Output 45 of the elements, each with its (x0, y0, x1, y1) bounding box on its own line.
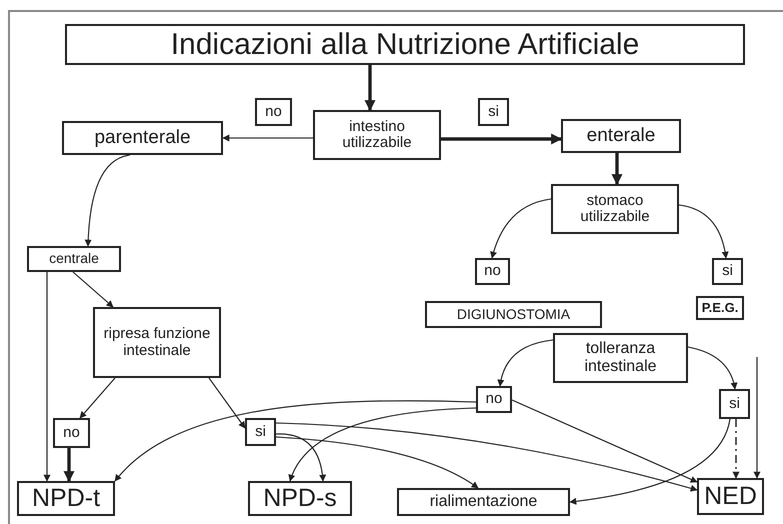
outcome-box: NPD-s (248, 481, 352, 516)
arrow (114, 400, 476, 482)
arrow (289, 407, 476, 482)
arrow (64, 448, 74, 482)
decision-box: tolleranza intestinale (553, 333, 688, 383)
process-box: DIGIUNOSTOMIA (425, 301, 602, 328)
decision-box: intestino utilizzabile (313, 110, 441, 160)
arrow (732, 419, 740, 479)
arrow (612, 153, 622, 186)
arrow (208, 378, 246, 429)
decision-box: ripresa funzione intestinale (93, 307, 221, 378)
outcome-box: rialimentazione (397, 488, 570, 516)
answer-tag: no (255, 98, 292, 126)
arrow (276, 422, 698, 492)
arrow (490, 198, 552, 259)
arrow (80, 378, 116, 419)
process-box: enterale (561, 119, 681, 153)
arrow (678, 204, 728, 259)
arrow (364, 65, 376, 112)
answer-tag: si (719, 389, 750, 419)
outcome-box: NPD-t (17, 481, 115, 516)
answer-tag: si (712, 258, 743, 285)
arrow (276, 433, 326, 482)
process-box: parenterale (62, 121, 223, 155)
arrow (688, 346, 738, 390)
decision-box: stomaco utilizzabile (551, 184, 679, 234)
arrow (222, 134, 313, 142)
answer-tag: no (53, 418, 90, 448)
arrow (441, 134, 562, 144)
arrow (276, 436, 479, 488)
arrow (512, 400, 698, 483)
answer-tag: no (475, 258, 510, 285)
answer-tag: si (478, 98, 509, 126)
arrow (84, 154, 130, 247)
arrow (569, 418, 731, 505)
arrow (498, 339, 554, 387)
answer-tag: si (245, 418, 276, 446)
arrow (754, 357, 760, 479)
arrow (72, 272, 114, 308)
outcome-box: NED (697, 478, 764, 515)
arrow (44, 272, 50, 482)
answer-tag: no (476, 386, 512, 413)
title-box: Indicazioni alla Nutrizione Artificiale (65, 24, 745, 65)
process-box: centrale (27, 246, 121, 272)
process-box: P.E.G. (696, 296, 744, 320)
